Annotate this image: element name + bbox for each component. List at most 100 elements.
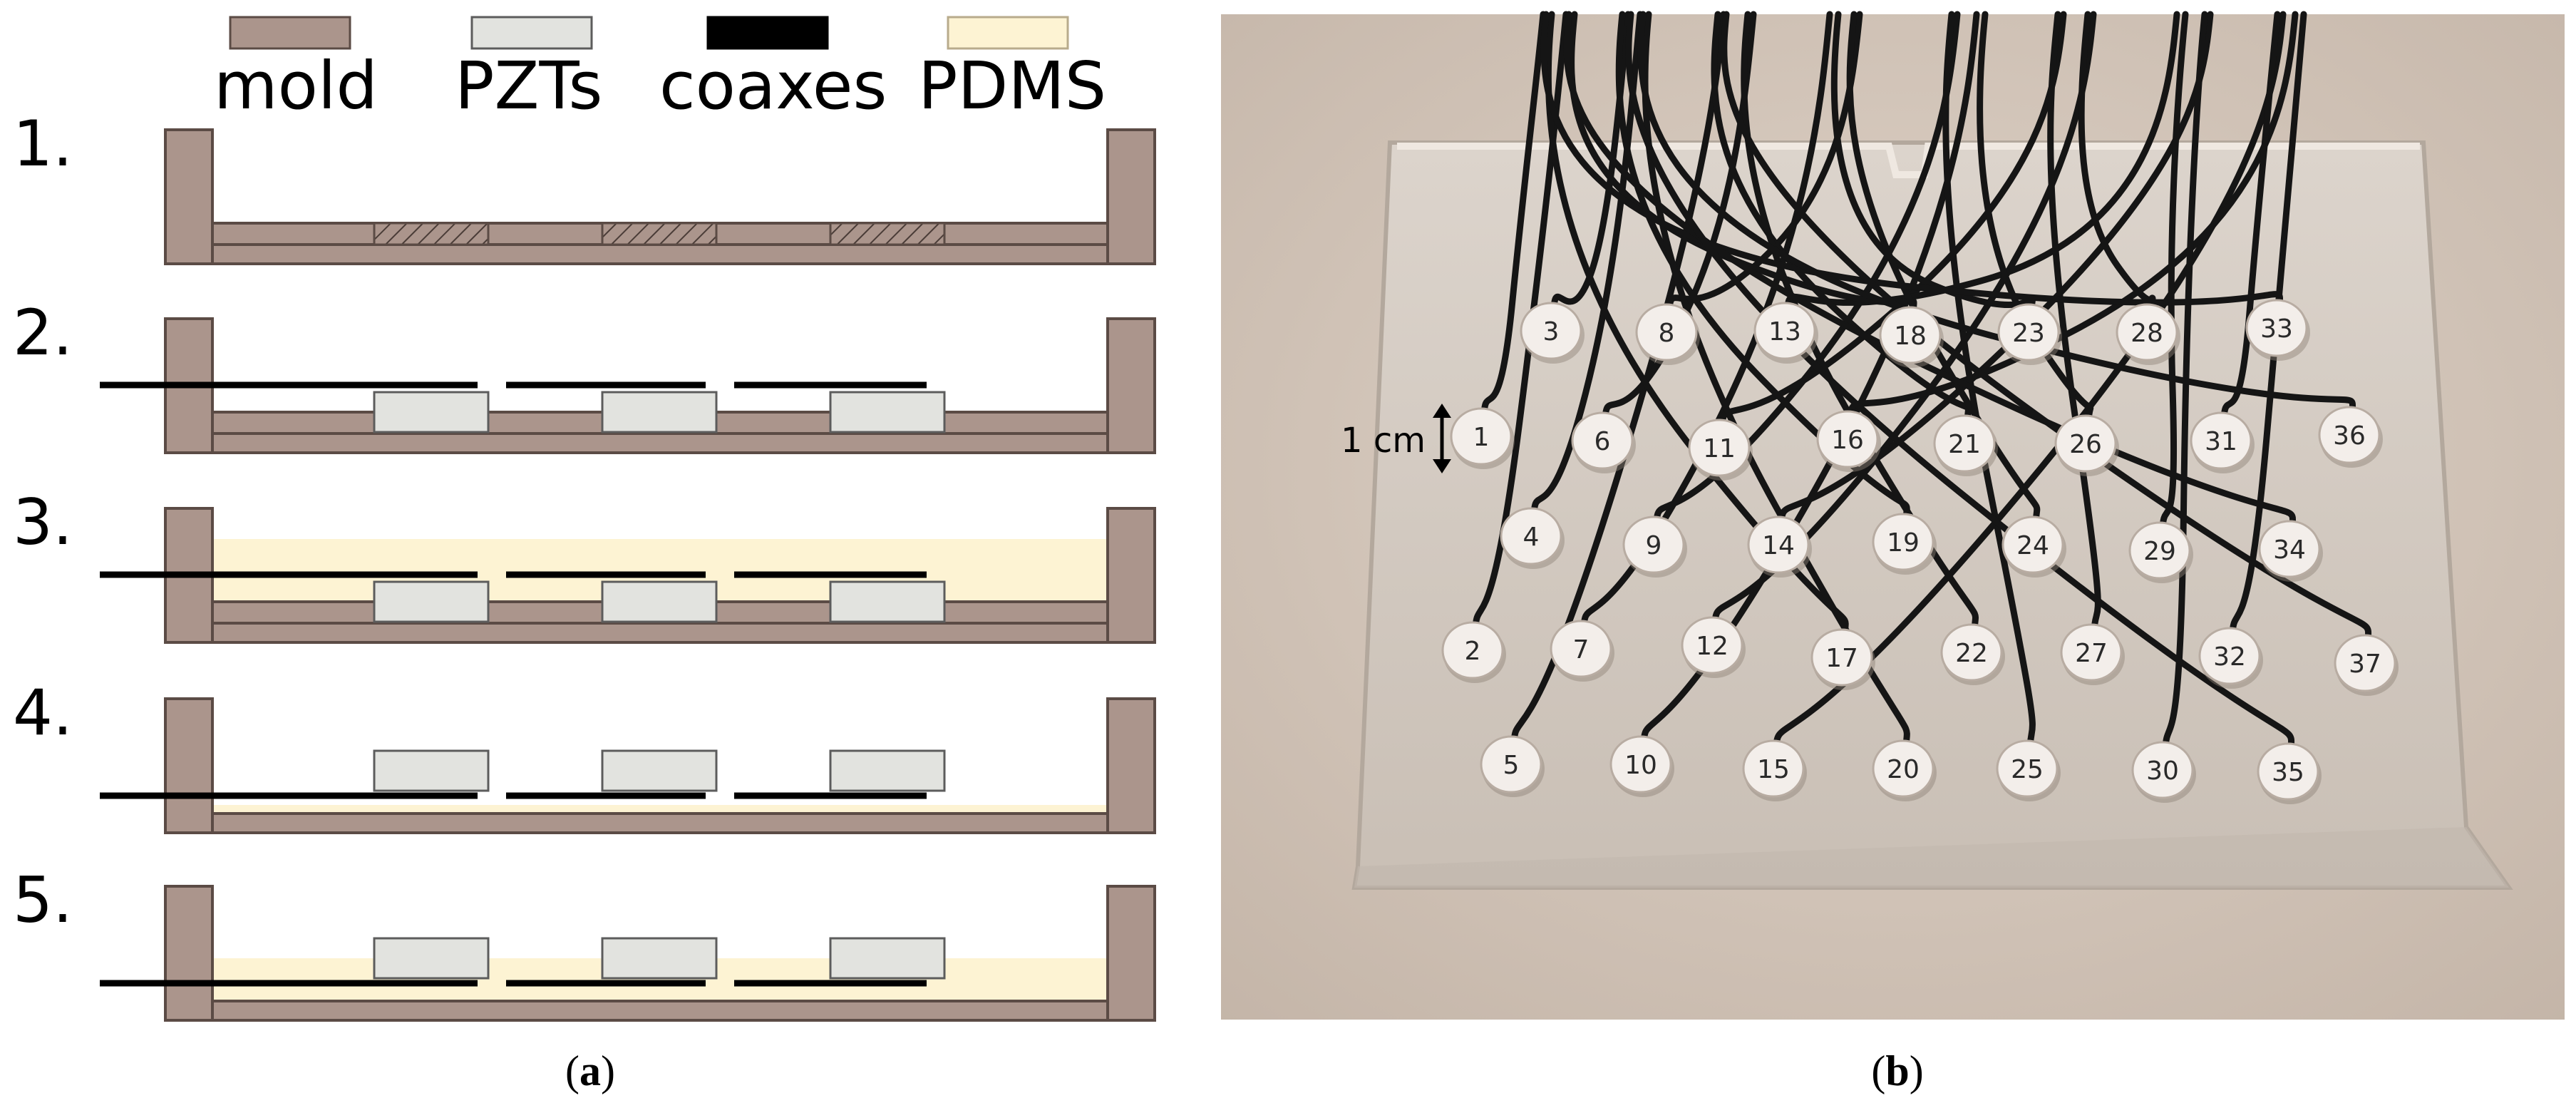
element-number: 27 <box>2075 639 2108 668</box>
pzt-element <box>601 749 718 792</box>
element-disc <box>2001 515 2064 574</box>
element-disc <box>1571 411 1634 470</box>
element-disc <box>2257 742 2319 801</box>
step-label: 5. <box>13 863 73 937</box>
step-2: 2. <box>13 296 1156 454</box>
step-4: 4. <box>13 676 1156 834</box>
mold-wall-left <box>164 697 214 834</box>
transducer-element: 17 <box>1810 628 1875 690</box>
element-number: 1 <box>1473 423 1490 452</box>
pzt-element <box>601 391 718 433</box>
legend-swatch-coax <box>706 16 829 50</box>
coax-cables <box>1472 11 2372 754</box>
mold-floor <box>211 622 1109 644</box>
transducer-element: 19 <box>1872 513 1937 575</box>
element-number: 10 <box>1624 751 1657 780</box>
element-number: 4 <box>1523 523 1540 552</box>
element-number: 18 <box>1894 322 1927 351</box>
step-label: 1. <box>13 107 73 180</box>
element-number: 20 <box>1887 755 1920 784</box>
element-number: 13 <box>1768 317 1801 347</box>
element-number: 9 <box>1646 531 1662 560</box>
element-number: 21 <box>1948 430 1981 459</box>
element-number: 8 <box>1659 319 1675 348</box>
coax-cable <box>1640 11 1980 747</box>
coax-cable <box>2159 11 2189 533</box>
element-disc <box>1879 306 1942 364</box>
element-disc <box>1688 419 1751 477</box>
coax-cable <box>1942 11 2036 751</box>
mold-floor <box>211 812 1109 834</box>
element-disc <box>1550 620 1612 678</box>
element-number: 25 <box>2011 755 2044 784</box>
element-disc <box>2054 414 2117 473</box>
coax-cable <box>1563 11 2297 531</box>
coax-cable <box>2220 11 2281 423</box>
element-number: 24 <box>2016 531 2049 560</box>
pzt-element <box>373 391 490 433</box>
element-disc <box>2334 634 2396 692</box>
legend-swatch-mold <box>229 16 351 50</box>
transducer-element: 33 <box>2245 299 2310 361</box>
element-number: 19 <box>1887 528 1920 558</box>
legend-label-mold: mold <box>214 48 378 124</box>
mold-wall-left <box>164 128 214 265</box>
mold-floor <box>211 1000 1109 1022</box>
step-label: 3. <box>13 486 73 559</box>
transducer-element: 27 <box>2060 623 2125 685</box>
step-5: 5. <box>13 863 1156 1022</box>
pzt-element <box>373 580 490 623</box>
mold-wall-right <box>1106 697 1156 834</box>
legend-label-pzt: PZTs <box>455 48 602 124</box>
legend-swatch-pzt <box>470 16 593 50</box>
transducer-element: 9 <box>1622 515 1687 578</box>
transducer-element: 7 <box>1550 620 1614 682</box>
transducer-element: 6 <box>1571 411 1636 473</box>
pzt-recess <box>373 222 490 246</box>
pzt-recess <box>829 222 946 246</box>
transducer-element: 8 <box>1635 303 1700 365</box>
element-disc <box>2258 520 2321 578</box>
pzt-element <box>829 749 946 792</box>
transducer-element: 30 <box>2131 741 2196 803</box>
element-number: 36 <box>2333 421 2366 451</box>
transducer-element: 34 <box>2258 520 2323 582</box>
coax-cable <box>1847 11 2299 421</box>
transducer-element: 36 <box>2318 406 2383 468</box>
coax-cable <box>1472 11 1570 632</box>
element-disc <box>1872 739 1934 798</box>
coax-cable <box>1711 11 1972 426</box>
element-number: 16 <box>1831 426 1864 455</box>
transducer-element: 23 <box>1997 303 2062 365</box>
transducer-element: 22 <box>1940 623 2005 685</box>
coax-cable <box>1846 11 2041 527</box>
element-disc <box>1933 414 1996 473</box>
element-number: 12 <box>1696 632 1729 661</box>
transducer-element: 15 <box>1742 739 1807 801</box>
element-number: 7 <box>1573 635 1590 665</box>
element-number: 14 <box>1762 531 1795 560</box>
element-disc <box>1635 303 1698 361</box>
pzt-element <box>601 580 718 623</box>
pzt-element <box>829 391 946 433</box>
transducer-element: 37 <box>2334 634 2399 696</box>
element-disc <box>1480 735 1542 794</box>
element-number: 2 <box>1465 637 1481 666</box>
element-number: 22 <box>1955 639 1988 668</box>
panel-b-array-photo: 1234567891011121314151617181920212223242… <box>1221 11 2565 1020</box>
transducer-element: 10 <box>1609 735 1674 797</box>
legend-swatch-pdms <box>947 16 1069 50</box>
element-number: 11 <box>1703 434 1736 463</box>
transducer-element: 31 <box>2190 411 2255 473</box>
mold-wall-right <box>1106 507 1156 644</box>
legend-label-coax: coaxes <box>659 48 887 124</box>
element-disc <box>1747 515 1810 574</box>
mold-floor <box>211 243 1109 265</box>
mold-wall-right <box>1106 128 1156 265</box>
mold-wall-right <box>1106 885 1156 1022</box>
element-disc <box>1997 303 2060 361</box>
element-disc <box>1996 739 2059 798</box>
scale-bar: 1 cm <box>1341 404 1451 473</box>
step-label: 4. <box>13 676 73 749</box>
pzt-element <box>373 937 490 980</box>
